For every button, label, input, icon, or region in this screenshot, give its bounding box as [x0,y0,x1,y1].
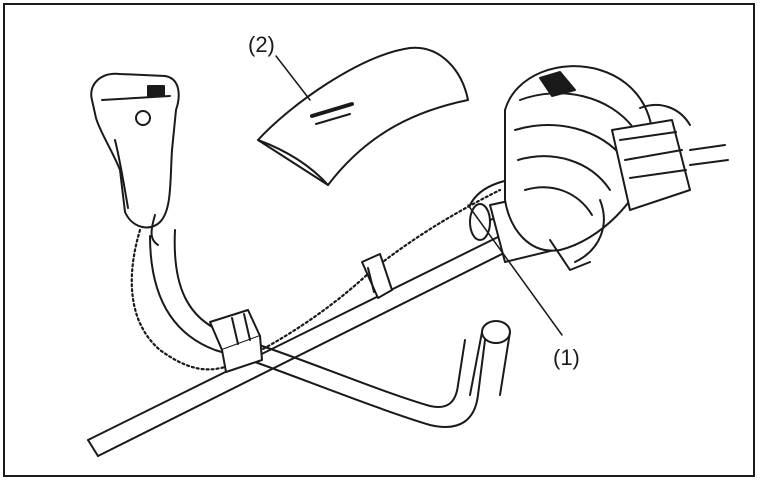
cable-clip [361,253,393,299]
callout-label-1: (1) [553,345,580,370]
main-shaft [87,235,511,457]
handle-clamp [209,309,263,373]
throttle-grip [90,72,180,246]
leader-line-1 [467,204,563,336]
callout-label-2: (2) [248,32,275,57]
engine [469,65,729,271]
cover-part [257,46,469,186]
throttle-cable [130,188,502,371]
leader-line-2 [275,55,311,101]
handlebar [149,229,511,428]
